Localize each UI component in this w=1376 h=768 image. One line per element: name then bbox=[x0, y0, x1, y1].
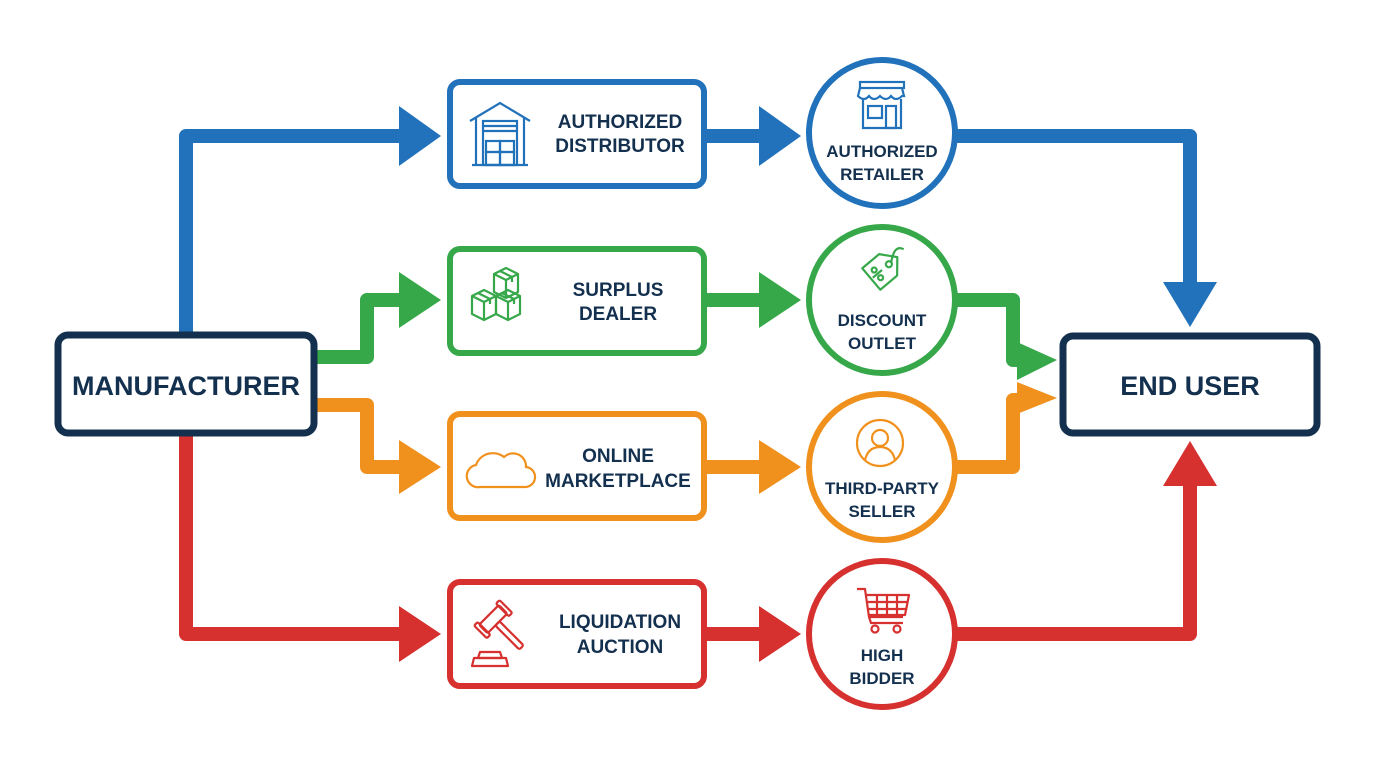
channel-online: ONLINE MARKETPLACE THIRD-PARTY SELLER bbox=[447, 391, 958, 543]
connector-manufacturer-to-liquidation-auction bbox=[179, 436, 405, 641]
connector-manufacturer-to-online-marketplace bbox=[317, 398, 405, 474]
authorized-retailer-label-line-2: RETAILER bbox=[840, 165, 924, 184]
liquidation-auction-label-line-2: AUCTION bbox=[577, 637, 664, 658]
third-party-seller-label-line-2: SELLER bbox=[848, 502, 915, 521]
arrowhead-blue-3 bbox=[1163, 282, 1217, 327]
channel-authorized: AUTHORIZED DISTRIBUTOR AUTHORIZED RETAIL… bbox=[447, 57, 958, 209]
storefront-icon bbox=[856, 80, 906, 130]
cloud-icon bbox=[465, 452, 537, 489]
authorized-retailer-label-line-1: AUTHORIZED bbox=[826, 142, 937, 161]
manufacturer-label: MANUFACTURER bbox=[72, 371, 300, 401]
user-icon bbox=[855, 418, 905, 468]
intermediary-node-online-marketplace: ONLINE MARKETPLACE bbox=[447, 411, 707, 521]
online-marketplace-label-line-1: ONLINE bbox=[582, 446, 654, 467]
warehouse-icon bbox=[469, 101, 531, 167]
arrowheads bbox=[399, 106, 1217, 662]
arrowhead-green-1 bbox=[399, 272, 441, 328]
seller-node-discount-outlet: DISCOUNT OUTLET bbox=[806, 224, 958, 376]
authorized-distributor-label-line-2: DISTRIBUTOR bbox=[555, 136, 685, 157]
high-bidder-label-line-1: HIGH bbox=[861, 646, 904, 665]
end-user-label: END USER bbox=[1120, 371, 1260, 401]
connector-manufacturer-to-authorized-distributor bbox=[179, 129, 405, 332]
surplus-dealer-label-line-2: DEALER bbox=[579, 304, 657, 325]
online-marketplace-label-line-2: MARKETPLACE bbox=[545, 471, 691, 492]
surplus-dealer-label-line-1: SURPLUS bbox=[573, 280, 664, 301]
price-tag-icon bbox=[861, 246, 905, 291]
intermediary-node-surplus-dealer: SURPLUS DEALER bbox=[447, 246, 707, 356]
gavel-icon bbox=[470, 599, 524, 668]
arrowhead-green-2 bbox=[759, 272, 801, 328]
arrowhead-green-3 bbox=[1017, 342, 1057, 380]
arrowhead-orange-2 bbox=[759, 440, 801, 494]
arrowhead-orange-1 bbox=[399, 440, 441, 494]
seller-node-high-bidder: HIGH BIDDER bbox=[806, 558, 958, 710]
authorized-distributor-label-line-1: AUTHORIZED bbox=[558, 112, 683, 133]
shopping-cart-icon bbox=[857, 587, 911, 634]
intermediary-node-liquidation-auction: LIQUIDATION AUCTION bbox=[447, 579, 707, 689]
connector-bidder-to-end-user bbox=[957, 483, 1197, 641]
discount-outlet-label-line-2: OUTLET bbox=[848, 334, 917, 353]
high-bidder-label-line-2: BIDDER bbox=[849, 669, 914, 688]
intermediary-node-authorized-distributor: AUTHORIZED DISTRIBUTOR bbox=[447, 79, 707, 189]
boxes-icon bbox=[470, 266, 522, 322]
arrowhead-red-1 bbox=[399, 606, 441, 662]
connector-seller-to-end-user bbox=[957, 393, 1025, 474]
third-party-seller-label-line-1: THIRD-PARTY bbox=[825, 479, 940, 498]
seller-node-third-party-seller: THIRD-PARTY SELLER bbox=[806, 391, 958, 543]
connector-retailer-to-end-user bbox=[957, 129, 1197, 285]
arrowhead-red-2 bbox=[759, 606, 801, 662]
channel-surplus: SURPLUS DEALER DISCOUNT OUTLET bbox=[447, 224, 958, 376]
arrowhead-blue-2 bbox=[759, 106, 801, 166]
end-user-node: END USER bbox=[1059, 332, 1321, 437]
connectors bbox=[179, 129, 1197, 641]
connector-outlet-to-end-user bbox=[957, 293, 1025, 367]
discount-outlet-label-line-1: DISCOUNT bbox=[838, 311, 927, 330]
liquidation-auction-label-line-1: LIQUIDATION bbox=[559, 612, 681, 633]
manufacturer-node: MANUFACTURER bbox=[54, 331, 318, 437]
arrowhead-red-3 bbox=[1163, 441, 1217, 486]
arrowhead-blue-1 bbox=[399, 106, 441, 166]
connector-manufacturer-to-surplus-dealer bbox=[317, 293, 405, 364]
arrowhead-orange-3 bbox=[1017, 382, 1057, 414]
seller-node-authorized-retailer: AUTHORIZED RETAILER bbox=[806, 57, 958, 209]
channel-liquidation: LIQUIDATION AUCTION HIGH BIDDER bbox=[447, 558, 958, 710]
